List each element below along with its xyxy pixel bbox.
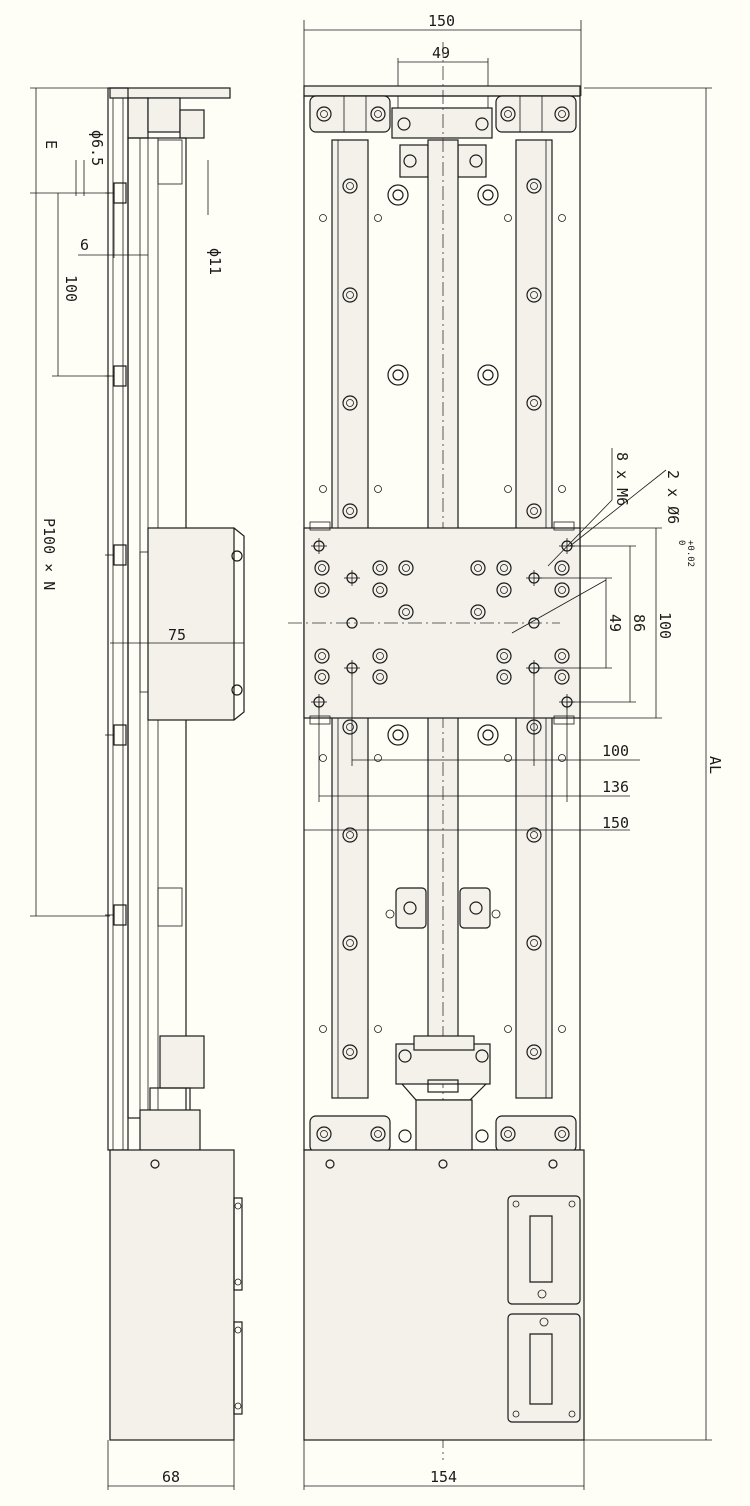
side-bolt-row [105, 182, 127, 926]
side-view: E ϕ6.5 6 ϕ11 100 P100 × N 75 68 [30, 87, 245, 1490]
side-dim-6: 6 [80, 236, 89, 254]
carriage-holes [311, 538, 575, 710]
front-top-end-plate [303, 85, 581, 97]
front-dim-154: 154 [430, 1468, 457, 1486]
counterbore-holes [387, 184, 499, 746]
front-dim-h-150: 150 [602, 814, 629, 832]
base-small-holes [319, 214, 566, 1033]
connector-lower [507, 1313, 581, 1423]
callout-2xphi6: 2 x Ø6 [664, 470, 682, 524]
side-dim-pitch: P100 × N [40, 518, 58, 590]
side-carriage [147, 527, 235, 721]
front-dim-100-vertical: 100 [656, 612, 674, 639]
front-view: 150 49 [288, 12, 724, 1490]
front-dim-h-100: 100 [602, 742, 629, 760]
callout-tol-upper: +0.02 [685, 540, 695, 567]
front-dim-top-150: 150 [428, 12, 455, 30]
side-dim-75: 75 [168, 626, 186, 644]
side-base [107, 87, 129, 1151]
rail-holes [342, 178, 542, 1060]
connector-upper [507, 1195, 581, 1305]
front-dim-h-136: 136 [602, 778, 629, 796]
front-motor-housing [303, 1149, 585, 1441]
front-dim-al: AL [706, 756, 724, 774]
side-dim-e: E [42, 140, 60, 149]
side-dim-phi65: ϕ6.5 [88, 130, 106, 166]
front-dim-49-vertical: 49 [606, 614, 624, 632]
front-dim-86: 86 [630, 614, 648, 632]
side-dim-100: 100 [62, 275, 80, 302]
side-dim-phi11: ϕ11 [206, 248, 224, 275]
side-dim-68: 68 [162, 1468, 180, 1486]
front-dim-top-49: 49 [432, 44, 450, 62]
side-motor-box [109, 1149, 235, 1441]
callout-tol-lower: 0 [676, 540, 686, 545]
callout-8xM6: 8 x M6 [613, 452, 631, 506]
